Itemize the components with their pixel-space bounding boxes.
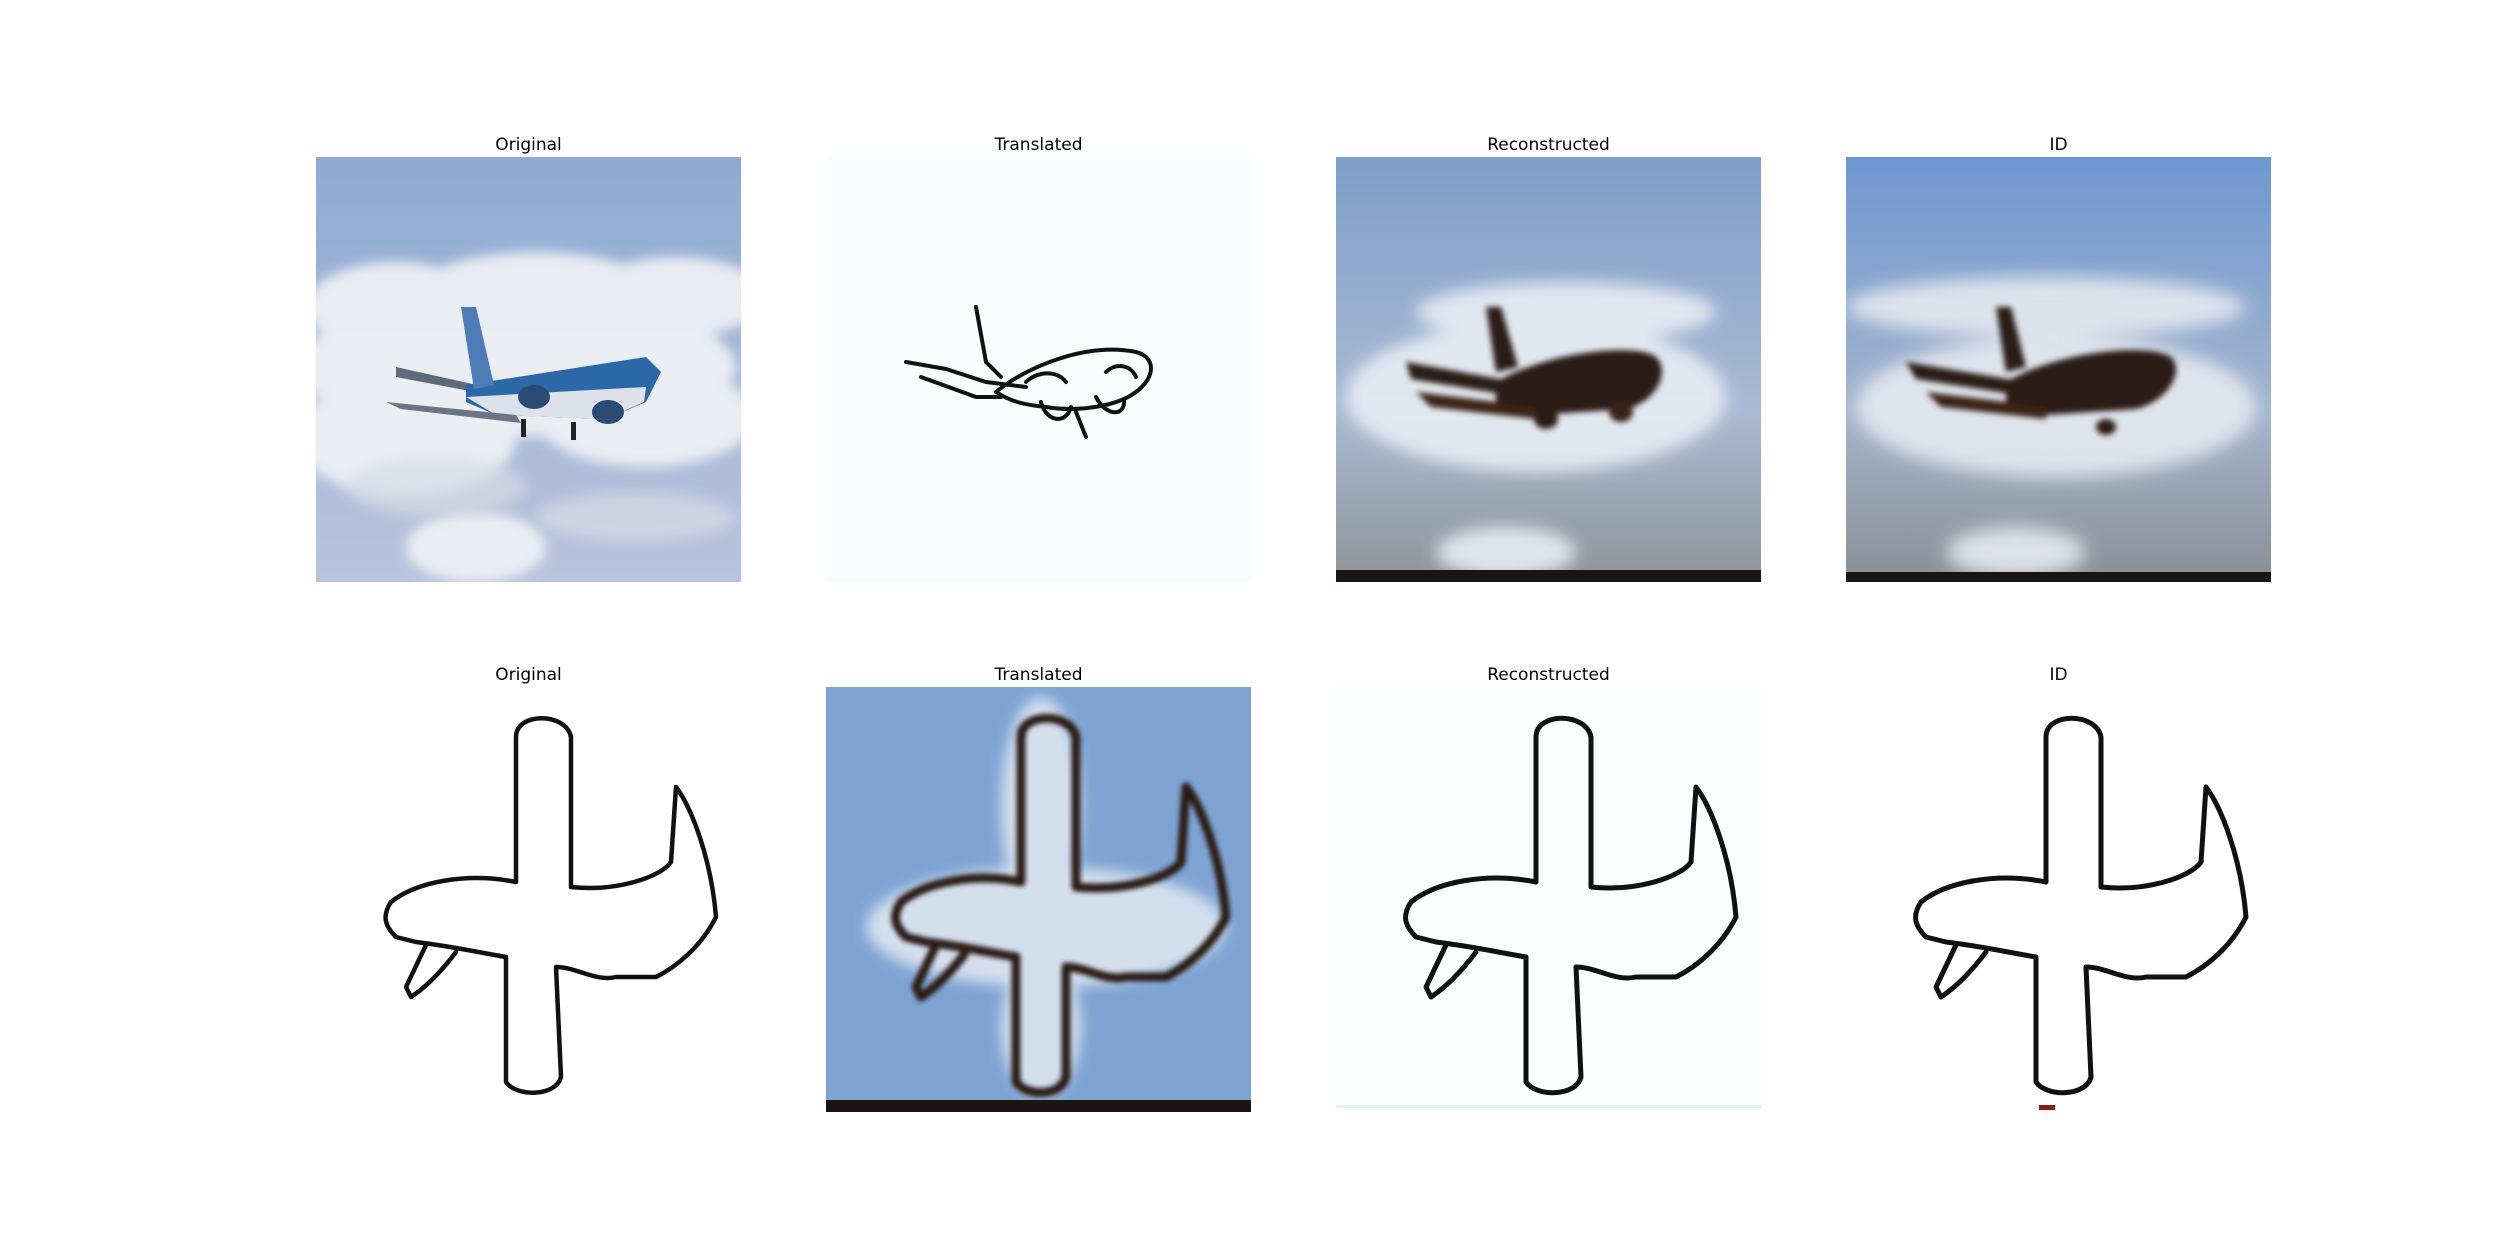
- sketch-reconstructed-image: [1336, 687, 1761, 1112]
- airplane-photo-reconstructed: [1336, 157, 1761, 582]
- panel-title: Original: [495, 135, 562, 155]
- panel-title: Reconstructed: [1487, 135, 1610, 155]
- airplane-reconstructed-image: [1336, 157, 1761, 582]
- airplane-sketch-translated: [826, 157, 1251, 582]
- sketch-id-image: [1846, 687, 2271, 1112]
- panel-title: Original: [495, 665, 562, 685]
- airplane-silhouette: [1906, 307, 2177, 435]
- airplane-drawing: [1913, 715, 2249, 1096]
- airplane-photo-id: [1846, 157, 2271, 582]
- sketch-id: [1846, 687, 2271, 1112]
- airplane-photo-image: [316, 157, 741, 582]
- airplane-drawing: [1403, 715, 1739, 1096]
- airplane-drawing: [891, 713, 1231, 1098]
- sketch-original: [316, 687, 741, 1112]
- airplane-silhouette: [1406, 307, 1662, 429]
- panel-title: Translated: [994, 665, 1083, 685]
- panel-title: ID: [2049, 135, 2068, 155]
- airplane-shape: [386, 307, 666, 440]
- sketch-reconstructed: [1336, 687, 1761, 1112]
- panel-title: ID: [2049, 665, 2068, 685]
- airplane-sketch-image: [826, 157, 1251, 582]
- airplane-id-image: [1846, 157, 2271, 582]
- sketch-translated-image: [826, 687, 1251, 1112]
- panel-title: Reconstructed: [1487, 665, 1610, 685]
- sketch-translated-photo: [826, 687, 1251, 1112]
- sketch-original-image: [316, 687, 741, 1112]
- panel-title: Translated: [994, 135, 1083, 155]
- airplane-photo-original: [316, 157, 741, 582]
- airplane-drawing: [383, 716, 719, 1095]
